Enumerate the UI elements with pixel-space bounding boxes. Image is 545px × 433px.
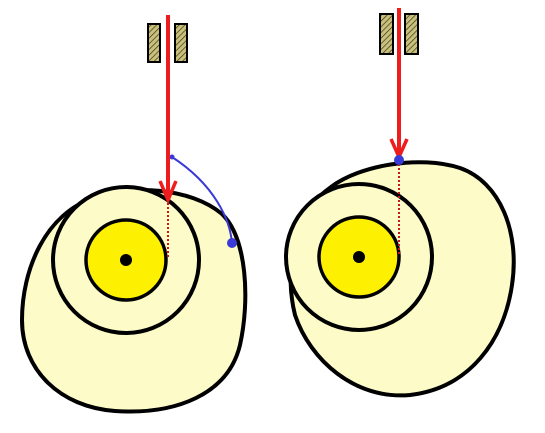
hatched-block-icon	[174, 23, 188, 63]
left-arc-end-dot	[169, 154, 175, 160]
curved-arc-icon	[171, 156, 233, 244]
hatched-block-icon	[404, 13, 419, 55]
dot-marker-icon	[227, 238, 237, 248]
dot-marker-icon	[394, 155, 404, 165]
right-panel	[284, 8, 516, 398]
hatched-block-icon	[147, 23, 161, 63]
right-probe-housing	[379, 13, 419, 55]
left-probe-housing	[147, 23, 188, 63]
arrow-down-icon	[158, 180, 178, 205]
hatched-block-icon	[379, 13, 394, 55]
axle-dot-icon	[353, 251, 365, 263]
axle-dot-icon	[120, 254, 132, 266]
left-panel	[19, 15, 248, 414]
